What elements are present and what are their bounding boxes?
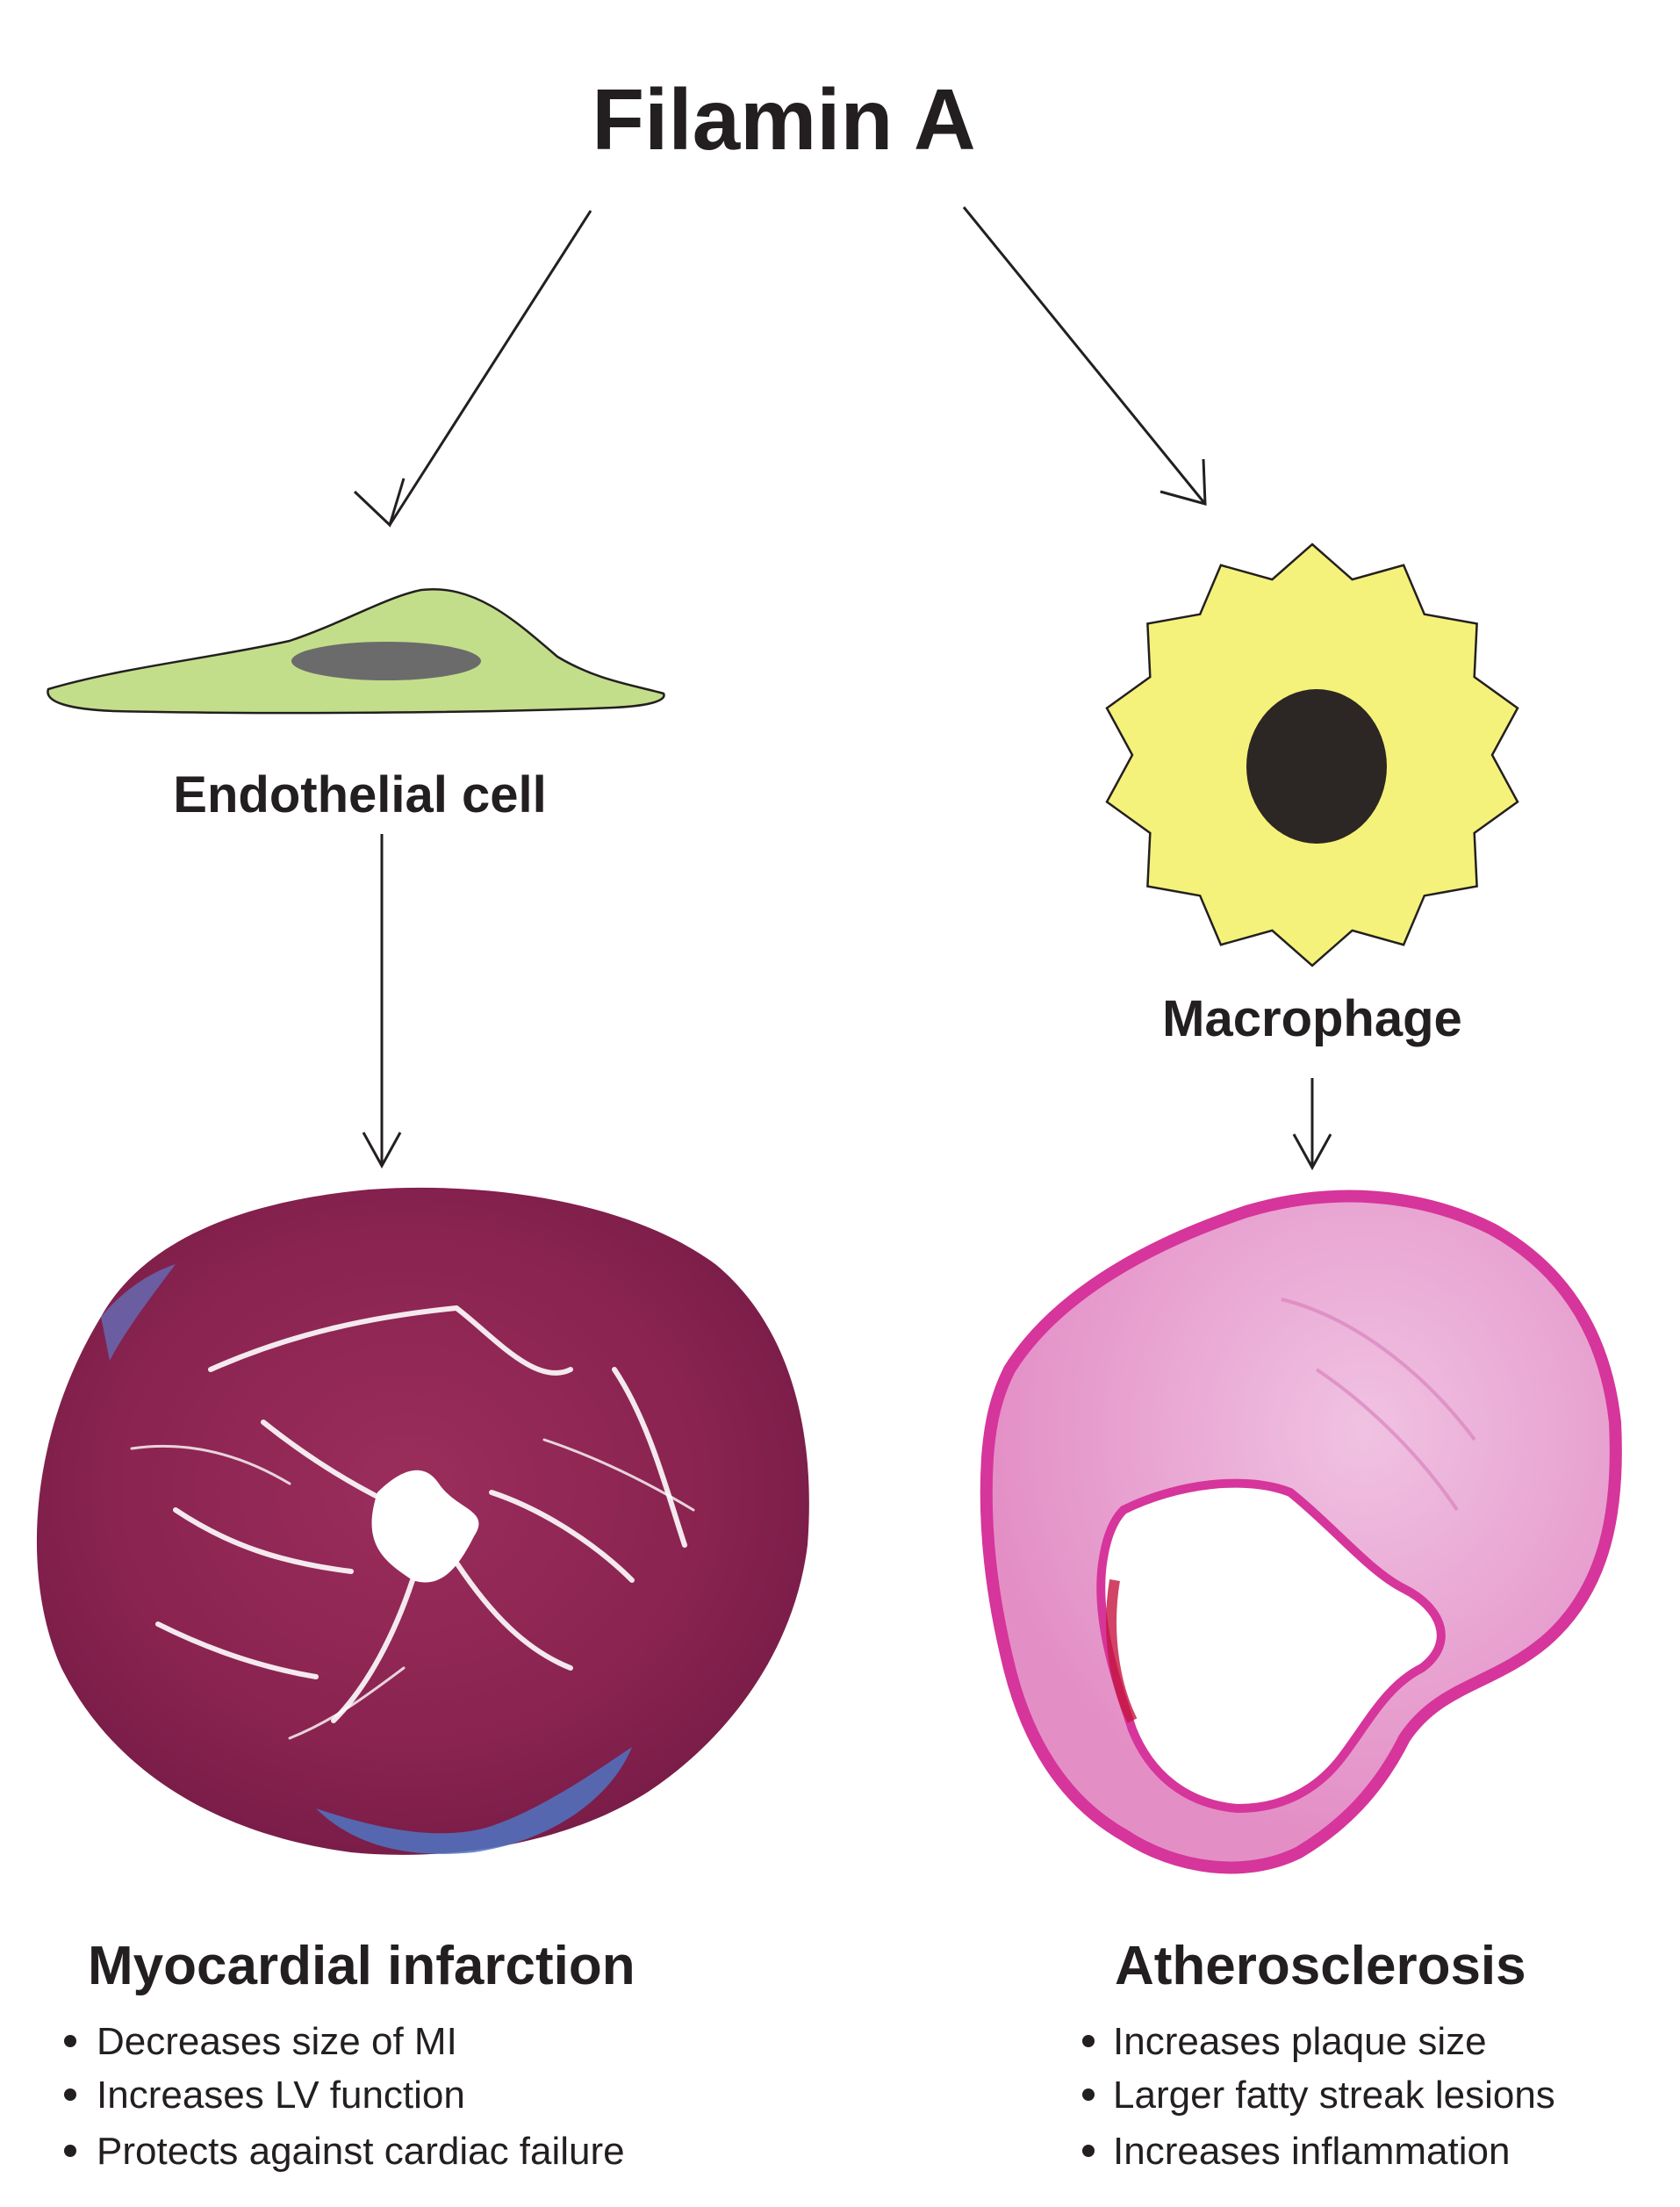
mi-effects-list: Decreases size of MI Increases LV functi…	[64, 2020, 625, 2173]
arrow-title-to-macrophage	[962, 206, 1207, 506]
bullet-dot	[64, 2145, 76, 2157]
macrophage-label: Macrophage	[1162, 990, 1462, 1047]
macrophage-illustration	[1105, 543, 1519, 967]
bullet-dot	[64, 2035, 76, 2047]
macrophage-nucleus	[1246, 689, 1387, 844]
arrow-title-to-endothelial	[353, 210, 592, 528]
heart-section-image	[36, 1187, 809, 1855]
mi-effect-item: Increases LV function	[97, 2074, 465, 2117]
bullet-dot	[1082, 2035, 1095, 2047]
endothelial-cell-label: Endothelial cell	[173, 766, 546, 823]
endothelial-nucleus	[291, 642, 481, 680]
athero-title: Atherosclerosis	[1115, 1936, 1526, 1996]
mi-effect-item: Protects against cardiac failure	[97, 2130, 625, 2173]
arrow-endothelial-to-mi	[362, 834, 402, 1169]
artery-section-image	[980, 1190, 1622, 1874]
endothelial-cell-illustration	[47, 587, 665, 715]
athero-effect-item: Larger fatty streak lesions	[1113, 2074, 1555, 2117]
bullet-dot	[64, 2088, 76, 2101]
athero-effect-item: Increases plaque size	[1113, 2020, 1487, 2063]
bullet-dot	[1082, 2088, 1095, 2101]
athero-effects-list: Increases plaque size Larger fatty strea…	[1082, 2020, 1555, 2173]
arrow-macrophage-to-athero	[1292, 1078, 1332, 1171]
mi-title: Myocardial infarction	[88, 1936, 635, 1996]
mi-effect-item: Decreases size of MI	[97, 2020, 457, 2063]
athero-effect-item: Increases inflammation	[1113, 2130, 1510, 2173]
bullet-dot	[1082, 2145, 1095, 2157]
diagram-title: Filamin A	[592, 71, 975, 168]
